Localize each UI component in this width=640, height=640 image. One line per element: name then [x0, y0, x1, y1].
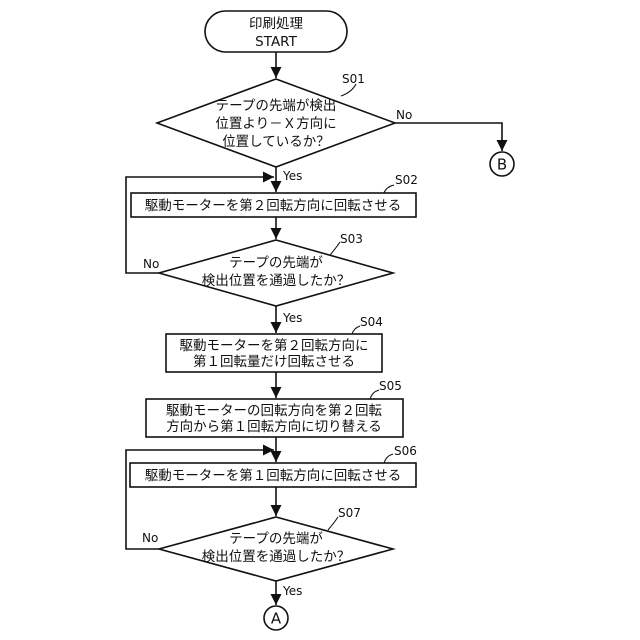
s05-line2: 方向から第１回転方向に切り替える — [166, 418, 382, 435]
s03-line1: テープの先端が — [229, 255, 323, 271]
process-s06: 駆動モーターを第１回転方向に回転させる — [130, 463, 416, 487]
s02-step-id: S02 — [395, 173, 418, 187]
s04-step-id: S04 — [360, 315, 383, 329]
s07-line1: テープの先端が — [229, 531, 323, 547]
s03-yes-label: Yes — [282, 311, 302, 325]
s04-line2: 第１回転量だけ回転させる — [193, 353, 355, 370]
decision-s01: テープの先端が検出 位置より－Ｘ方向に 位置しているか？ — [157, 79, 395, 167]
s04-line1: 駆動モーターを第２回転方向に — [180, 337, 369, 354]
s01-line2: 位置より－Ｘ方向に — [215, 116, 336, 132]
start-label: START — [255, 34, 297, 50]
s07-leader — [328, 517, 338, 530]
s01-line1: テープの先端が検出 — [216, 98, 337, 114]
s01-step-id: S01 — [342, 72, 365, 86]
s05-leader — [370, 390, 379, 399]
s03-no-label: No — [143, 257, 159, 271]
s04-leader — [352, 326, 360, 334]
s03-line2: 検出位置を通過したか？ — [202, 273, 351, 289]
s01-no-label: No — [396, 108, 412, 122]
s06-text: 駆動モーターを第１回転方向に回転させる — [145, 467, 402, 484]
s06-leader — [384, 454, 393, 463]
s06-step-id: S06 — [394, 444, 417, 458]
s07-step-id: S07 — [338, 506, 361, 520]
decision-s03: テープの先端が 検出位置を通過したか？ — [159, 240, 393, 306]
start-title: 印刷処理 — [249, 16, 303, 32]
process-s04: 駆動モーターを第２回転方向に 第１回転量だけ回転させる — [166, 334, 382, 372]
s01-yes-label: Yes — [282, 169, 302, 183]
s05-step-id: S05 — [379, 379, 402, 393]
decision-s07: テープの先端が 検出位置を通過したか？ — [159, 517, 393, 581]
process-s05: 駆動モーターの回転方向を第２回転 方向から第１回転方向に切り替える — [146, 399, 403, 437]
s01-line3: 位置しているか？ — [222, 134, 330, 150]
s02-leader — [384, 185, 394, 193]
connector-a-label: A — [271, 610, 282, 628]
s07-line2: 検出位置を通過したか？ — [202, 549, 351, 565]
connector-b: B — [490, 152, 514, 176]
s02-text: 駆動モーターを第２回転方向に回転させる — [145, 197, 402, 214]
s07-no-label: No — [142, 531, 158, 545]
s03-step-id: S03 — [340, 232, 363, 246]
s03-leader — [330, 242, 340, 255]
s05-line1: 駆動モーターの回転方向を第２回転 — [166, 402, 382, 419]
start-terminator: 印刷処理 START — [205, 11, 347, 52]
arrow-s01-no — [395, 123, 502, 151]
connector-b-label: B — [497, 156, 507, 174]
s07-yes-label: Yes — [282, 584, 302, 598]
connector-a: A — [264, 606, 288, 630]
process-s02: 駆動モーターを第２回転方向に回転させる — [131, 193, 416, 217]
